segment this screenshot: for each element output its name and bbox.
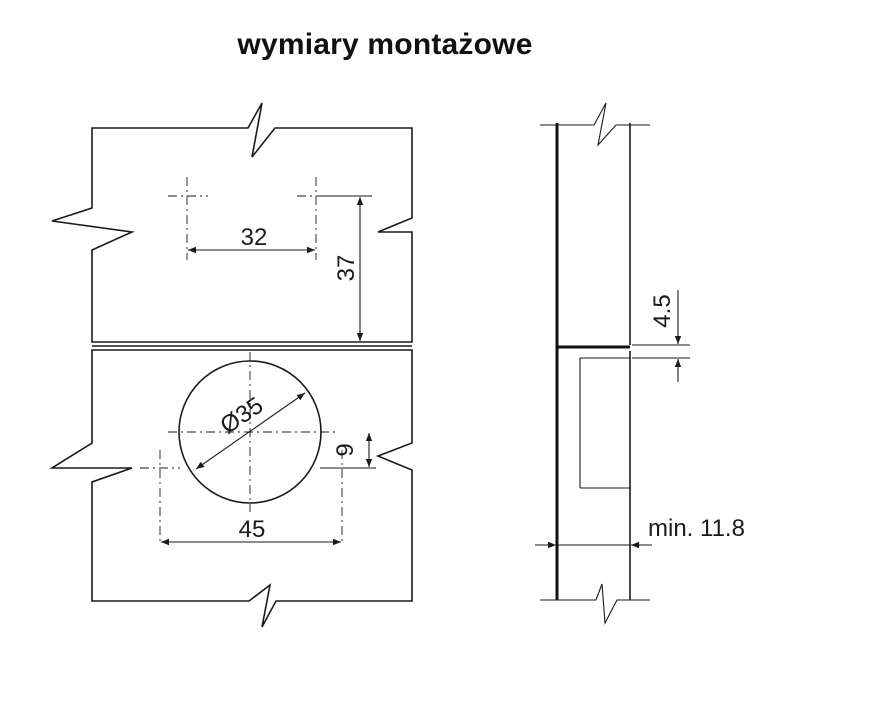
upper-panel-outline [51, 102, 413, 343]
dim-4-5-label: 4.5 [649, 294, 676, 327]
dim-35-label: Ø35 [215, 392, 268, 440]
side-view [540, 102, 650, 625]
dim-45-label: 45 [239, 516, 266, 543]
page-title: wymiary montażowe [237, 28, 533, 61]
dim-35-line [195, 392, 306, 470]
dim-32-label: 32 [241, 224, 268, 251]
dim-min-label: min. 11.8 [648, 515, 745, 542]
dim-9-label: 9 [332, 443, 359, 456]
dim-37-label: 37 [333, 255, 360, 282]
lower-panel-outline [49, 349, 413, 628]
